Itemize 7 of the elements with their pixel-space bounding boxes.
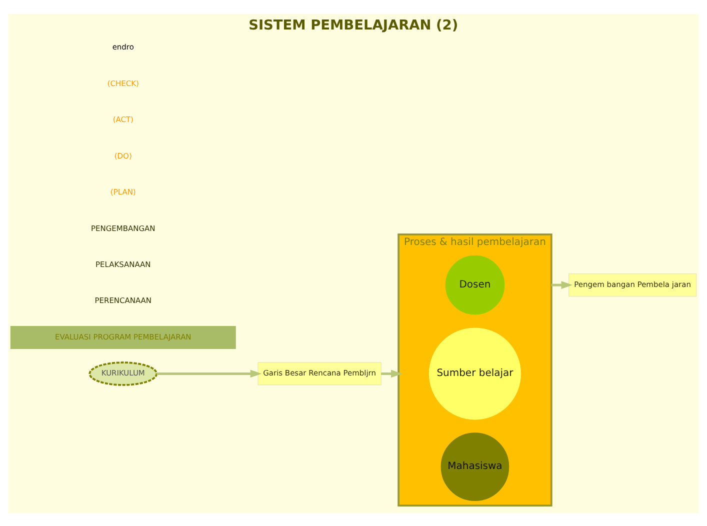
node-circle: Dosen xyxy=(445,254,505,314)
diagram-title: SISTEM PEMBELAJARAN (2) xyxy=(248,16,458,33)
arrow xyxy=(381,369,402,378)
node-circle: Sumber belajar xyxy=(428,327,522,420)
node-circle: Mahasiswa xyxy=(440,432,510,500)
arrow xyxy=(156,369,262,378)
arrow xyxy=(551,280,573,288)
